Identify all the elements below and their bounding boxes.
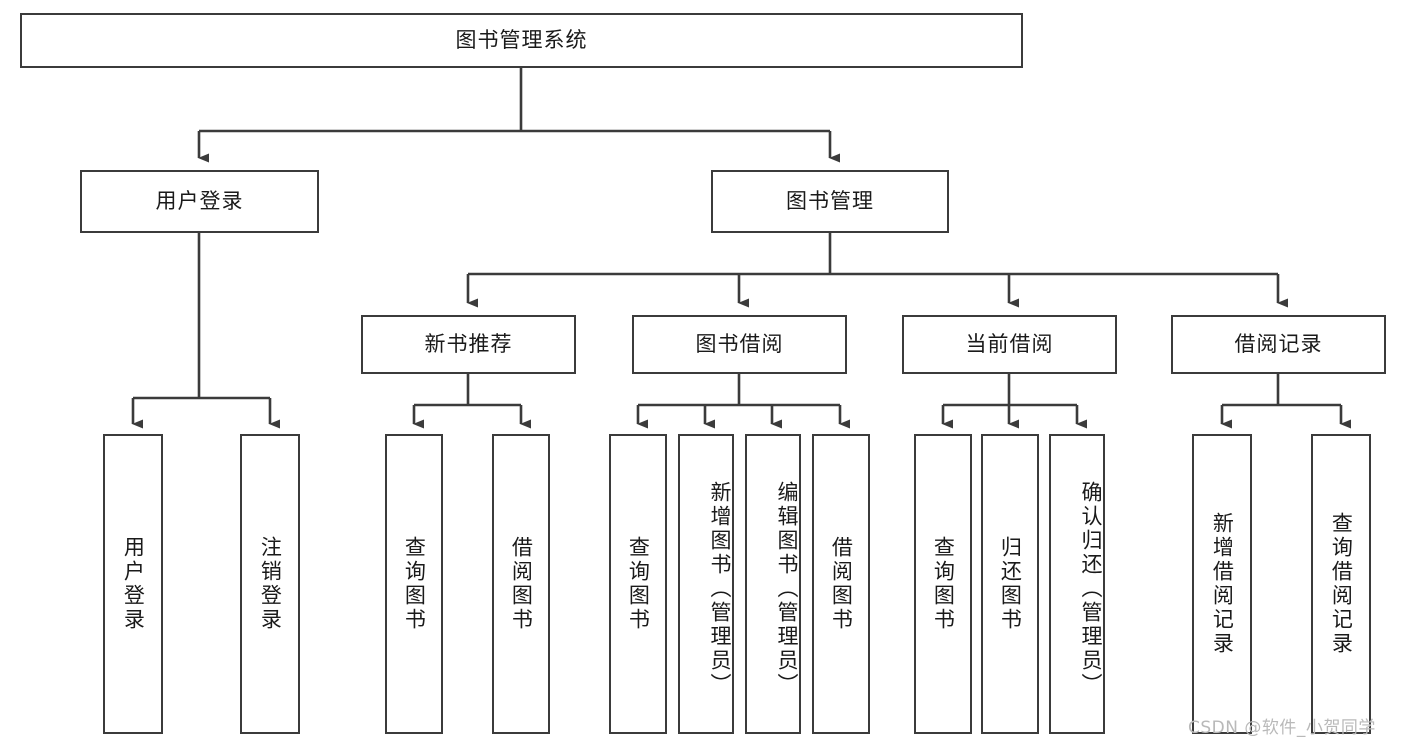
leaf-user-login-login[interactable]: 用户登录 [103,434,163,734]
csdn-watermark: CSDN @软件_小贺同学 [1188,718,1376,738]
leaf-borrow-edit-book-admin[interactable]: 编辑图书（管理员） [745,434,801,734]
leaf-recommend-borrow-book[interactable]: 借阅图书 [492,434,550,734]
leaf-current-return-book[interactable]: 归还图书 [981,434,1039,734]
leaf-user-login-logout[interactable]: 注销登录 [240,434,300,734]
leaf-current-confirm-return-admin[interactable]: 确认归还（管理员） [1049,434,1105,734]
node-new-book-recommend[interactable]: 新书推荐 [361,315,576,374]
node-root-system[interactable]: 图书管理系统 [20,13,1023,68]
node-current-borrow[interactable]: 当前借阅 [902,315,1117,374]
node-book-management[interactable]: 图书管理 [711,170,949,233]
leaf-borrow-query-book[interactable]: 查询图书 [609,434,667,734]
leaf-recommend-query-book[interactable]: 查询图书 [385,434,443,734]
node-book-borrow[interactable]: 图书借阅 [632,315,847,374]
leaf-borrow-borrow-book[interactable]: 借阅图书 [812,434,870,734]
node-user-login[interactable]: 用户登录 [80,170,319,233]
leaf-record-add-record[interactable]: 新增借阅记录 [1192,434,1252,734]
leaf-borrow-add-book-admin[interactable]: 新增图书（管理员） [678,434,734,734]
leaf-current-query-book[interactable]: 查询图书 [914,434,972,734]
node-borrow-record[interactable]: 借阅记录 [1171,315,1386,374]
leaf-record-query-record[interactable]: 查询借阅记录 [1311,434,1371,734]
